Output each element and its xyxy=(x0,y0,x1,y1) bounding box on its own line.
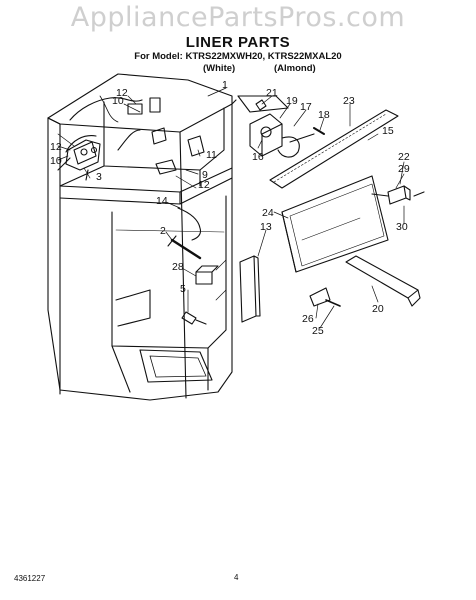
callout-11: 11 xyxy=(206,149,217,161)
callout-13: 13 xyxy=(260,221,272,233)
callout-30: 30 xyxy=(396,221,408,233)
page-title: LINER PARTS xyxy=(185,34,291,51)
callout-labels: 1 21 19 17 23 18 15 12 10 11 9 12 3 10 1… xyxy=(50,79,410,337)
doc-number: 4361227 xyxy=(14,574,46,583)
callout-3: 3 xyxy=(96,171,102,183)
callout-12-top: 12 xyxy=(116,87,128,99)
fresh-food-parts xyxy=(167,207,219,325)
callout-16: 16 xyxy=(252,151,264,163)
callout-2: 2 xyxy=(160,225,166,237)
callout-17: 17 xyxy=(300,101,312,113)
callout-10-top: 10 xyxy=(112,95,124,107)
watermark: AppliancePartsPros.com xyxy=(70,2,406,33)
callout-26: 26 xyxy=(302,313,314,325)
callout-15: 15 xyxy=(382,125,394,137)
callout-21: 21 xyxy=(266,87,278,99)
callout-22: 22 xyxy=(398,151,410,163)
callout-5: 5 xyxy=(180,283,186,295)
callout-20: 20 xyxy=(372,303,384,315)
model-line: For Model: KTRS22MXWH20, KTRS22MXAL20 xyxy=(134,51,342,62)
page-number: 4 xyxy=(234,573,239,582)
callout-10-left: 10 xyxy=(50,155,62,167)
control-group xyxy=(57,139,101,181)
variant-almond: (Almond) xyxy=(274,63,316,74)
callout-18: 18 xyxy=(318,109,330,121)
variant-white: (White) xyxy=(203,63,236,74)
callout-19: 19 xyxy=(286,95,298,107)
callout-29: 29 xyxy=(398,163,410,175)
callout-12-mid: 12 xyxy=(198,179,210,191)
control-box xyxy=(371,185,425,205)
callout-1: 1 xyxy=(222,79,228,91)
callout-28: 28 xyxy=(172,261,184,273)
small-plate xyxy=(309,287,341,307)
callout-14: 14 xyxy=(156,195,168,207)
freezer-wiring-assembly xyxy=(65,95,205,175)
liner-shell xyxy=(47,73,237,401)
callout-25: 25 xyxy=(312,325,324,337)
back-panel xyxy=(281,175,389,273)
callout-23: 23 xyxy=(343,95,355,107)
callout-9: 9 xyxy=(202,169,208,181)
bottom-bracket xyxy=(345,255,421,307)
side-channel xyxy=(239,255,261,323)
callout-12-left: 12 xyxy=(50,141,62,153)
callout-24: 24 xyxy=(262,207,274,219)
leader-lines xyxy=(57,87,405,329)
evaporator-cover-assembly xyxy=(237,95,399,189)
